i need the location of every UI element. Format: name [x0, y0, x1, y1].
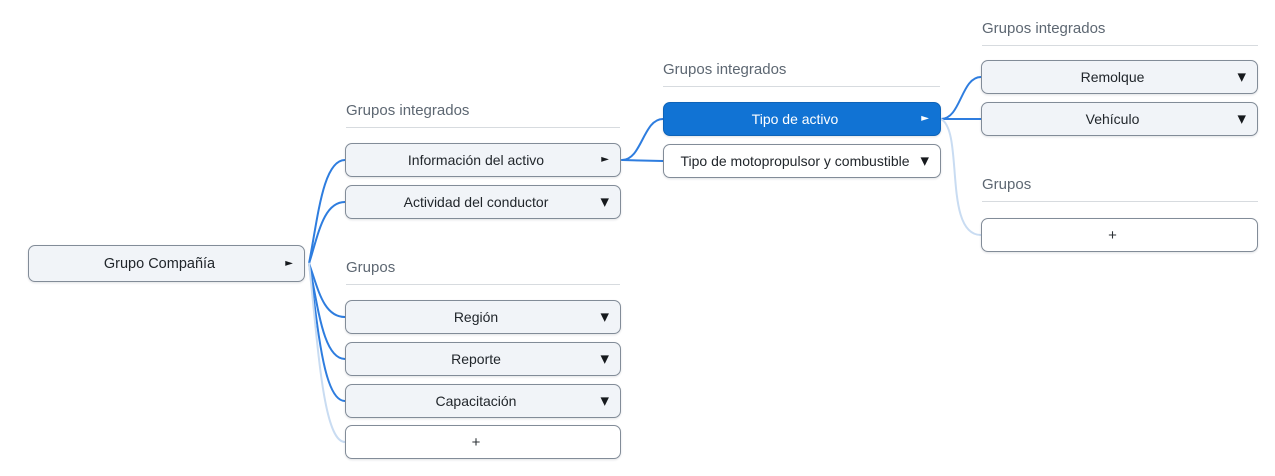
node-label: Información del activo: [407, 152, 545, 168]
dropdown-arrow-icon: ▼: [600, 310, 609, 324]
add-icon: +: [1108, 226, 1117, 244]
add-icon: +: [471, 433, 481, 451]
node-grupo-compania[interactable]: Grupo Compañía ►: [28, 245, 305, 282]
add-group-button-col4[interactable]: +: [981, 218, 1258, 252]
node-label: Remolque: [1080, 69, 1145, 85]
section-rule: [346, 127, 620, 128]
connector-root-region: [308, 262, 346, 318]
expand-arrow-icon: ►: [921, 113, 929, 124]
node-reporte[interactable]: Reporte ▼: [345, 342, 621, 376]
node-label: Tipo de motopropulsor y combustible: [680, 153, 910, 169]
section-header-integrated-col3: Grupos integrados: [663, 61, 940, 87]
node-label: Región: [453, 309, 499, 325]
node-tipo-de-motopropulsor[interactable]: Tipo de motopropulsor y combustible ▼: [663, 144, 941, 178]
dropdown-arrow-icon: ▼: [1237, 70, 1246, 84]
node-label: Tipo de activo: [751, 111, 839, 127]
connector-tipo-activo-add: [940, 118, 982, 236]
connector-root-informacion: [308, 159, 346, 265]
section-header-groups-col2: Grupos: [346, 259, 620, 285]
connector-root-actividad: [308, 201, 346, 265]
add-group-button-col2[interactable]: +: [345, 425, 621, 459]
node-capacitacion[interactable]: Capacitación ▼: [345, 384, 621, 418]
node-label: Vehículo: [1085, 111, 1140, 127]
expand-arrow-icon: ►: [285, 257, 293, 269]
node-remolque[interactable]: Remolque ▼: [981, 60, 1258, 94]
dropdown-arrow-icon: ▼: [600, 195, 609, 209]
node-label: Actividad del conductor: [403, 194, 549, 210]
section-header-integrated-col4: Grupos integrados: [982, 20, 1258, 46]
section-title: Grupos: [346, 259, 396, 276]
dropdown-arrow-icon: ▼: [1237, 112, 1246, 126]
connector-root-capacitacion: [308, 262, 346, 402]
dropdown-arrow-icon: ▼: [920, 154, 929, 168]
expand-arrow-icon: ►: [601, 154, 609, 165]
section-rule: [982, 201, 1258, 202]
connector-root-add: [308, 262, 346, 443]
dropdown-arrow-icon: ▼: [600, 394, 609, 408]
section-rule: [346, 284, 620, 285]
connector-informacion-tipo-activo: [621, 118, 664, 161]
node-vehiculo[interactable]: Vehículo ▼: [981, 102, 1258, 136]
node-label: Grupo Compañía: [103, 255, 216, 272]
section-header-groups-col4: Grupos: [982, 176, 1258, 202]
section-rule: [982, 45, 1258, 46]
node-informacion-del-activo[interactable]: Información del activo ►: [345, 143, 621, 177]
node-label: Capacitación: [435, 393, 517, 409]
connector-tipo-activo-remolque: [940, 76, 982, 120]
node-label: Reporte: [451, 351, 501, 367]
dropdown-arrow-icon: ▼: [600, 352, 609, 366]
connector-root-reporte: [308, 262, 346, 360]
node-actividad-del-conductor[interactable]: Actividad del conductor ▼: [345, 185, 621, 219]
section-header-integrated-col2: Grupos integrados: [346, 102, 620, 128]
connector-informacion-motopropulsor: [621, 159, 664, 162]
section-title: Grupos integrados: [346, 102, 470, 119]
section-title: Grupos: [982, 176, 1032, 193]
node-region[interactable]: Región ▼: [345, 300, 621, 334]
section-rule: [663, 86, 940, 87]
section-title: Grupos integrados: [982, 20, 1106, 37]
node-tipo-de-activo[interactable]: Tipo de activo ►: [663, 102, 941, 136]
section-title: Grupos integrados: [663, 61, 787, 78]
